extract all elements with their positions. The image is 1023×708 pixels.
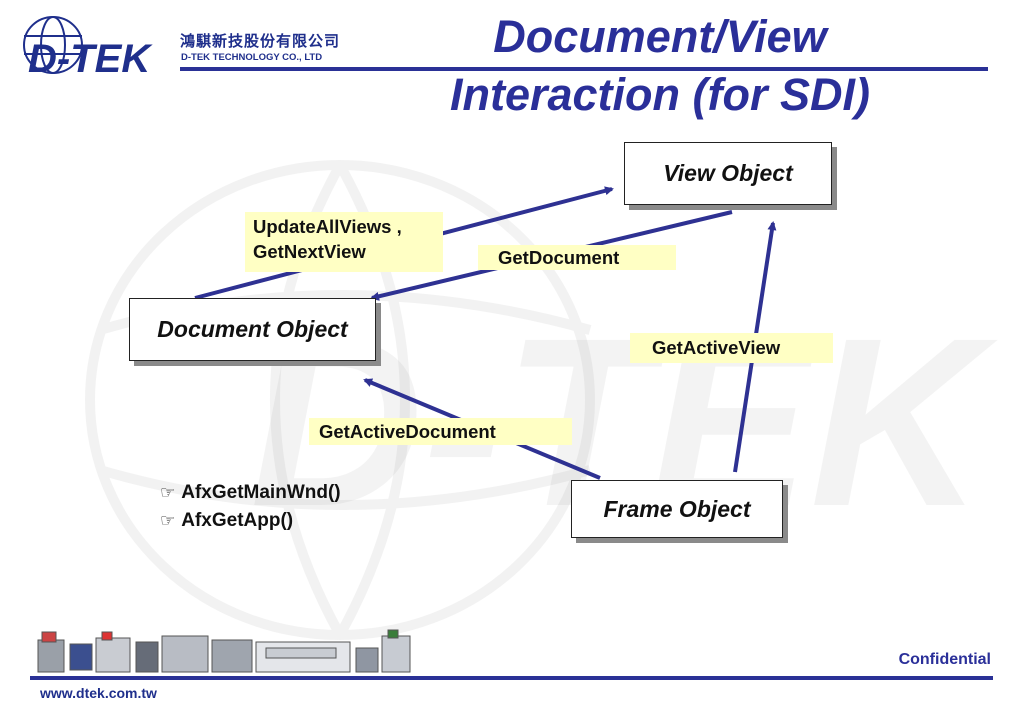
title-line-1: Document/View	[493, 11, 827, 62]
company-name-english: D-TEK TECHNOLOGY CO., LTD	[181, 52, 323, 63]
confidential-label: Confidential	[898, 651, 991, 668]
website-url: www.dtek.com.tw	[40, 685, 157, 701]
get-active-document-label: GetActiveDocument	[309, 418, 572, 445]
bullet-afx-get-main-wnd: ☞AfxGetMainWnd()	[160, 482, 341, 504]
get-next-view-text: GetNextView	[253, 241, 366, 262]
frame-object-box: Frame Object	[571, 480, 783, 538]
logo-wordmark: D-TEK	[28, 37, 153, 78]
title-line-2: Interaction (for SDI)	[449, 69, 870, 120]
equipment-images	[37, 629, 411, 673]
bullet-text: AfxGetMainWnd()	[181, 482, 341, 503]
slide-title: Document/View Interaction (for SDI)	[380, 8, 940, 124]
get-document-label: GetDocument	[478, 245, 676, 270]
bullet-afx-get-app: ☞AfxGetApp()	[160, 510, 293, 532]
document-object-label: Document Object	[157, 316, 348, 342]
header-rule	[180, 67, 988, 71]
globe-icon: D-TEK	[23, 16, 153, 81]
pointing-hand-icon: ☞	[160, 483, 176, 503]
view-object-label: View Object	[663, 160, 793, 186]
frame-object-label: Frame Object	[603, 495, 751, 522]
get-active-view-label: GetActiveView	[630, 333, 833, 363]
company-logo: D-TEK	[20, 12, 370, 81]
update-all-views-label: UpdateAllViews , GetNextView	[245, 212, 443, 272]
footer-rule	[30, 676, 993, 680]
update-all-views-text: UpdateAllViews ,	[253, 216, 402, 237]
document-object-box: Document Object	[129, 298, 376, 361]
company-name-chinese: 鴻騏新技股份有限公司	[180, 32, 341, 50]
pointing-hand-icon: ☞	[160, 511, 176, 531]
bullet-text: AfxGetApp()	[181, 510, 294, 531]
view-object-box: View Object	[624, 142, 832, 205]
